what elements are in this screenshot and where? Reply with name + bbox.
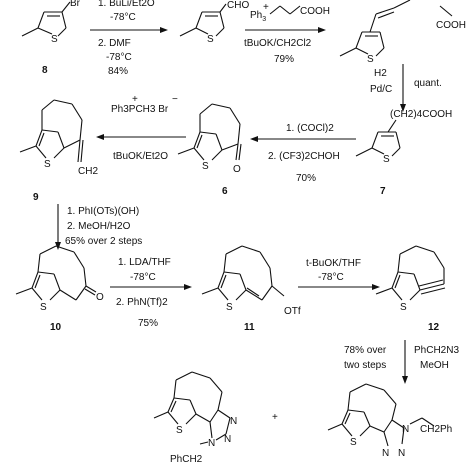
reaction-arrow-7-head — [184, 284, 192, 290]
reaction-arrow-9-head — [402, 376, 408, 384]
phosphonium-label: Ph3 — [250, 10, 266, 23]
aldehyde-group: CHO — [227, 0, 249, 11]
benzyl-group-b: CH2Ph — [420, 424, 452, 435]
reaction-arrow-4-head — [250, 136, 258, 142]
butanoic-acid-chain: (CH2)4COOH — [390, 109, 452, 120]
compound-label-6: 6 — [222, 186, 228, 197]
sulfur-atom: S — [226, 302, 233, 313]
aldehyde-structure: S — [179, 3, 227, 45]
reaction-arrow-5-head — [96, 134, 104, 140]
sulfur-atom: S — [40, 302, 47, 313]
step4-reagent2: 2. (CF3)2CHOH — [268, 151, 340, 162]
step6-yield: 65% over 2 steps — [65, 236, 142, 247]
step8-reagent: t-BuOK/THF — [306, 258, 361, 269]
compound-8-structure: S — [21, 1, 71, 45]
compound-10-structure: S — [15, 245, 97, 313]
compound-11-structure: S — [201, 245, 285, 313]
compound-label-12: 12 — [428, 322, 440, 333]
step5-base: tBuOK/Et2O — [113, 151, 168, 162]
step2-base: tBuOK/CH2Cl2 — [244, 38, 312, 49]
step5-plus: + — [132, 94, 138, 105]
triflate-group: OTf — [284, 306, 301, 317]
nitrogen-atom: N — [402, 424, 409, 435]
phosphonium-charge: + — [263, 2, 269, 13]
benzyl-group-a: PhCH2 — [170, 454, 203, 465]
step4-yield: 70% — [296, 173, 316, 184]
reaction-arrow-2-head — [318, 27, 326, 33]
acid-group: COOH — [436, 20, 466, 31]
step7-reagent2: 2. PhN(Tf)2 — [116, 297, 168, 308]
compound-6-structure: S — [177, 103, 242, 172]
sulfur-atom: S — [51, 34, 58, 45]
oxygen-atom: O — [233, 164, 241, 175]
triazole-product-a: S N N N — [153, 371, 237, 449]
svg-text:−: − — [172, 94, 178, 105]
step3-yield: quant. — [414, 78, 442, 89]
plus-sign: + — [272, 412, 278, 423]
compound-label-11: 11 — [244, 322, 255, 333]
step7-reagent1: 1. LDA/THF — [118, 257, 171, 268]
step2-yield: 79% — [274, 54, 294, 65]
nitrogen-atom: N — [208, 438, 215, 449]
sulfur-atom: S — [400, 302, 407, 313]
reaction-arrow-6-head — [55, 242, 61, 250]
step6-reagent1: 1. PhI(OTs)(OH) — [67, 206, 139, 217]
compound-7-structure: S — [355, 119, 401, 165]
step1-reagent1: 1. BuLi/Et2O — [98, 0, 155, 9]
reaction-arrow-3-head — [400, 104, 406, 112]
compound-label-9: 9 — [33, 192, 39, 203]
alkenoic-acid-structure: S — [339, 0, 453, 65]
reaction-arrow-8-head — [372, 284, 380, 290]
step1-yield: 84% — [108, 66, 128, 77]
step6-reagent2: 2. MeOH/H2O — [67, 221, 131, 232]
sulfur-atom: S — [176, 425, 183, 436]
bromine-label: Br — [70, 0, 81, 9]
sulfur-atom: S — [44, 159, 51, 170]
sulfur-atom: S — [367, 54, 374, 65]
step9-reagent2: MeOH — [420, 360, 449, 371]
compound-label-8: 8 — [42, 65, 48, 76]
step5-reagent: Ph3PCH3 Br — [111, 104, 169, 115]
step1-temp2: -78°C — [106, 52, 132, 63]
compound-12-structure: S — [375, 245, 446, 313]
compound-label-7: 7 — [380, 186, 386, 197]
sulfur-atom: S — [207, 34, 214, 45]
step9-yield-line2: two steps — [344, 360, 386, 371]
step9-reagent1: PhCH2N3 — [414, 345, 459, 356]
sulfur-atom: S — [350, 437, 357, 448]
nitrogen-atom: N — [382, 448, 389, 459]
sulfur-atom: S — [383, 154, 390, 165]
methylene-group: CH2 — [78, 166, 98, 177]
step7-temp1: -78°C — [130, 272, 156, 283]
nitrogen-atom: N — [224, 434, 231, 445]
step1-reagent2: 2. DMF — [98, 38, 131, 49]
step3-catalyst: Pd/C — [370, 84, 392, 95]
nitrogen-atom: N — [398, 448, 405, 459]
oxygen-atom: O — [96, 292, 104, 303]
step9-yield-line1: 78% over — [344, 345, 387, 356]
step4-reagent1: 1. (COCl)2 — [286, 123, 334, 134]
step8-temp: -78°C — [318, 272, 344, 283]
compound-label-10: 10 — [50, 322, 62, 333]
step1-temp1: -78°C — [110, 12, 136, 23]
step7-yield: 75% — [138, 318, 158, 329]
triazole-product-b: S N N N — [327, 383, 435, 459]
reaction-arrow-1-head — [160, 27, 168, 33]
step3-reagent: H2 — [374, 68, 387, 79]
reagent-cooh: COOH — [300, 6, 330, 17]
nitrogen-atom: N — [230, 416, 237, 427]
compound-9-structure: S — [19, 99, 84, 170]
sulfur-atom: S — [202, 161, 209, 172]
